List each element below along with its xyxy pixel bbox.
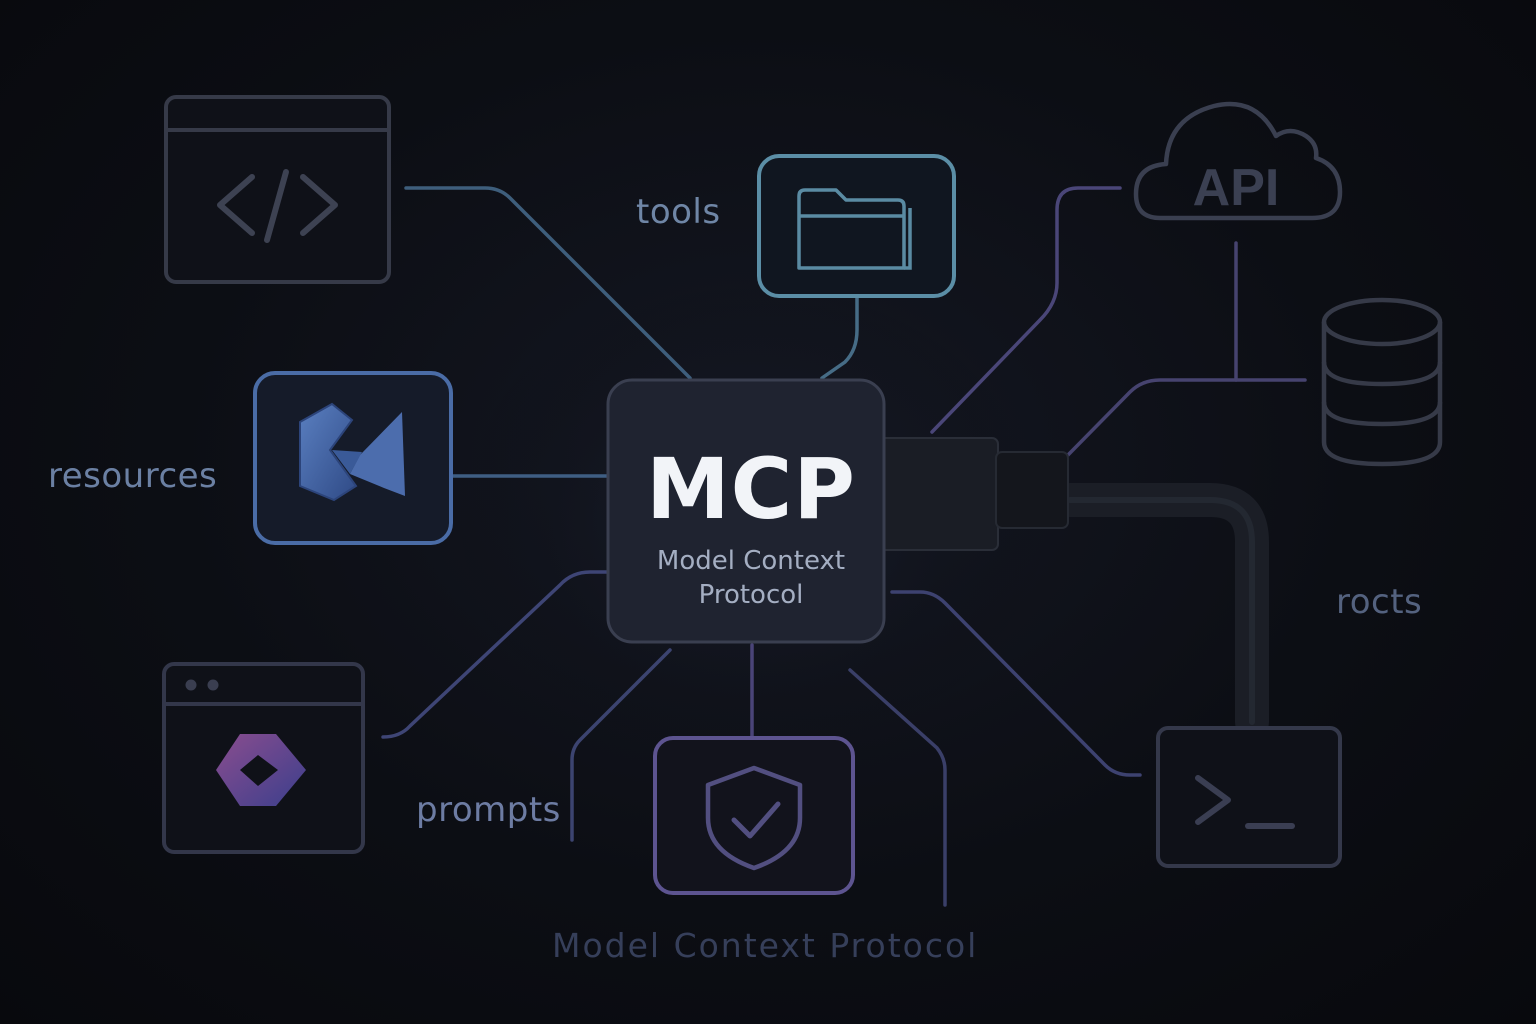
connector-code	[404, 186, 692, 380]
connector-cloud	[930, 186, 1122, 434]
mcp-center-box	[606, 378, 886, 644]
database-icon	[1321, 297, 1443, 467]
label-resources: resources	[48, 456, 218, 496]
connector-tools	[820, 296, 859, 380]
cloud-api-text: API	[1193, 159, 1280, 217]
mcp-subtitle: Model Context Protocol	[608, 544, 894, 612]
mcp-title: MCP	[646, 440, 856, 538]
label-rocts: rocts	[1336, 582, 1423, 622]
connector-footer	[848, 668, 947, 907]
connector-app	[381, 570, 610, 739]
terminal-icon	[1156, 726, 1342, 868]
code-window-icon	[164, 95, 391, 284]
plug-cable	[879, 437, 1269, 739]
footer-caption: Model Context Protocol	[552, 926, 979, 965]
mcp-subtitle-text: Model Context Protocol	[656, 546, 846, 610]
app-window-icon	[162, 662, 365, 854]
connector-prompts	[570, 648, 672, 842]
folder-icon	[757, 154, 956, 298]
connector-terminal	[890, 590, 1142, 777]
label-prompts: prompts	[416, 790, 561, 830]
cloud-api-icon: API	[1133, 101, 1343, 221]
connector-database	[1066, 378, 1307, 457]
resources-logo-icon	[253, 371, 453, 545]
label-tools: tools	[636, 192, 721, 232]
shield-check-icon	[653, 736, 855, 895]
